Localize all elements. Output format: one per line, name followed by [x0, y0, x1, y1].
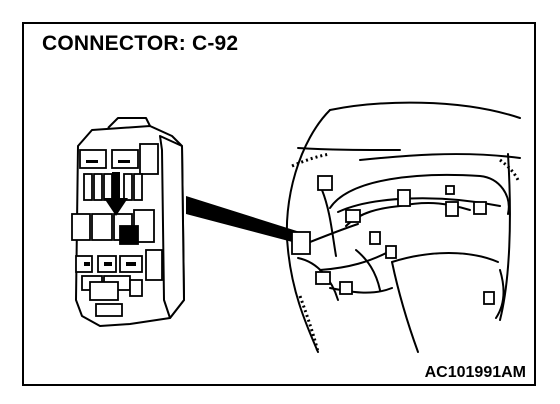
callout-pointer	[186, 196, 300, 244]
relay-box-details	[84, 160, 136, 266]
figure-code: AC101991AM	[424, 364, 526, 381]
dashboard-area	[285, 101, 521, 353]
harness-connectors	[291, 175, 495, 305]
relay-box-components	[71, 143, 163, 317]
harness-tape	[291, 152, 520, 353]
arrow-down-icon	[104, 172, 128, 216]
connector-title: CONNECTOR: C-92	[42, 32, 239, 55]
